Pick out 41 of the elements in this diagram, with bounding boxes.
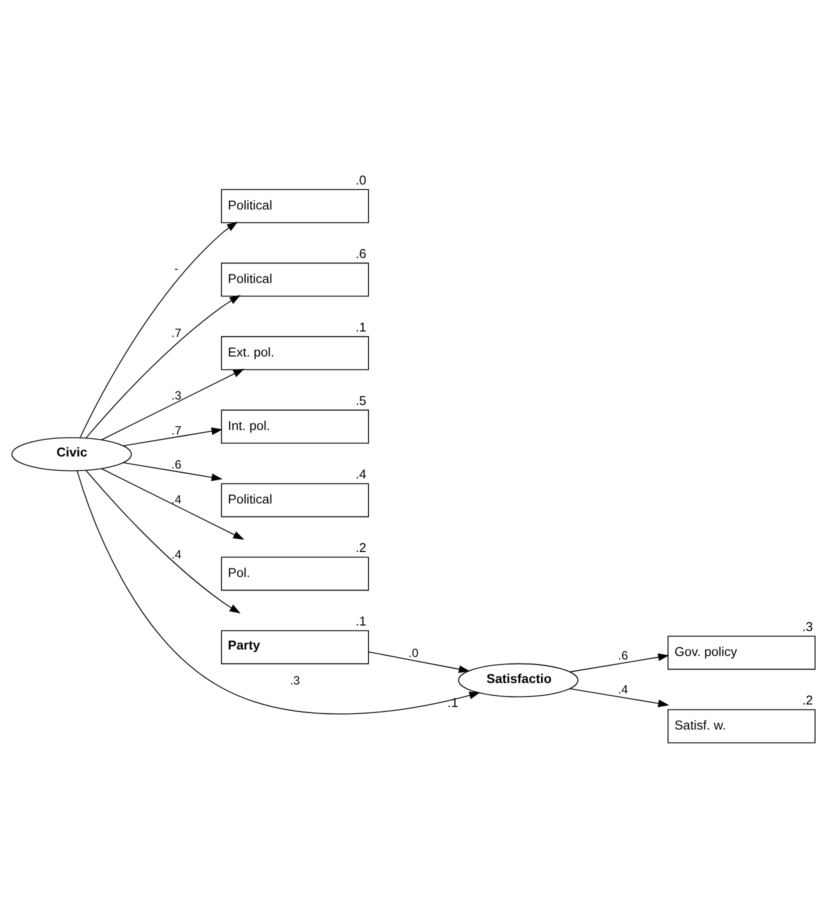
edge-label: .6 <box>618 648 628 662</box>
arrow <box>101 368 244 440</box>
arrow <box>122 426 223 446</box>
node-box: Political <box>220 482 369 517</box>
node-label: .5 <box>356 392 366 408</box>
arrow <box>80 221 238 438</box>
node-box: Political <box>220 188 369 223</box>
edge-label: .4 <box>171 492 182 506</box>
arrow <box>86 470 241 613</box>
arrow <box>368 650 470 672</box>
node-box: Satisf. w. <box>668 708 816 743</box>
edge-label: .3 <box>171 388 182 402</box>
edge-label: .4 <box>171 546 182 561</box>
edge-label: - <box>174 261 178 276</box>
node-box: Ext. pol. <box>220 336 369 370</box>
node-label: .6 <box>356 245 366 260</box>
node-label: .3 <box>802 618 813 634</box>
node-box: Party <box>220 630 369 664</box>
edge-label: .7 <box>171 325 182 340</box>
node-ellipse: Civic <box>11 436 132 471</box>
node-box: Political <box>220 262 369 296</box>
arrow <box>101 468 244 540</box>
node-label: .2 <box>356 539 366 554</box>
edge-label: .3 <box>290 672 300 687</box>
arrow <box>570 652 670 672</box>
arrow <box>86 294 241 438</box>
node-label: .1 <box>356 318 366 334</box>
node-label: .0 <box>356 172 366 187</box>
edge-label: .4 <box>618 682 628 696</box>
edge-label: .6 <box>171 456 182 471</box>
edge-label: .0 <box>408 645 418 660</box>
node-label: .2 <box>802 692 813 707</box>
node-label: .4 <box>356 466 366 481</box>
arrow <box>122 462 223 481</box>
node-box: Int. pol. <box>220 409 369 444</box>
node-box: Pol. <box>220 556 369 590</box>
node-box: Gov. policy <box>668 635 816 670</box>
arrow <box>76 470 480 714</box>
arrow <box>570 688 670 707</box>
edge-label: .7 <box>171 422 182 437</box>
node-label: .1 <box>356 612 366 628</box>
